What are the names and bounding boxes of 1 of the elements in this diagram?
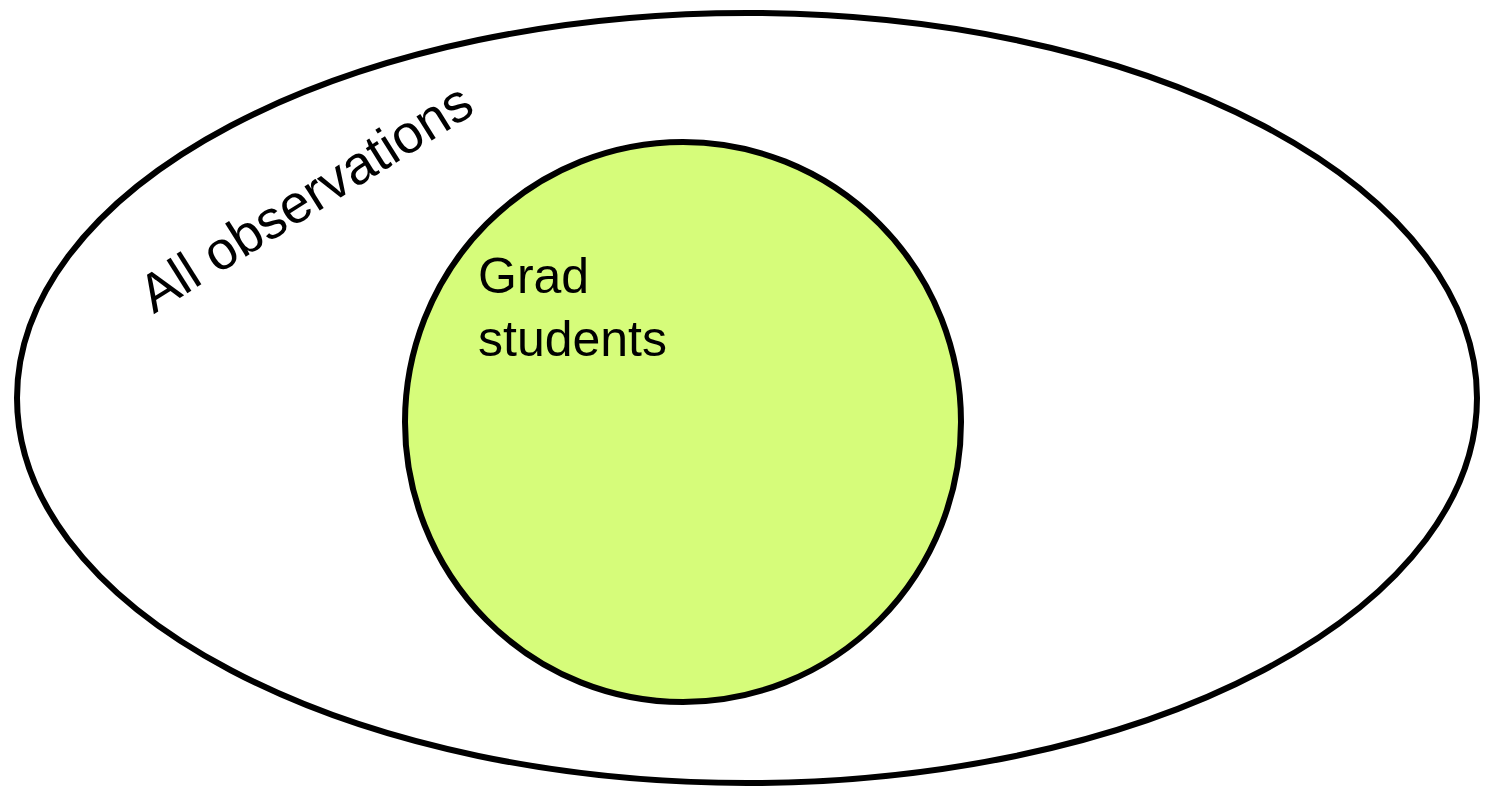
set-label: Grad students: [478, 247, 668, 369]
